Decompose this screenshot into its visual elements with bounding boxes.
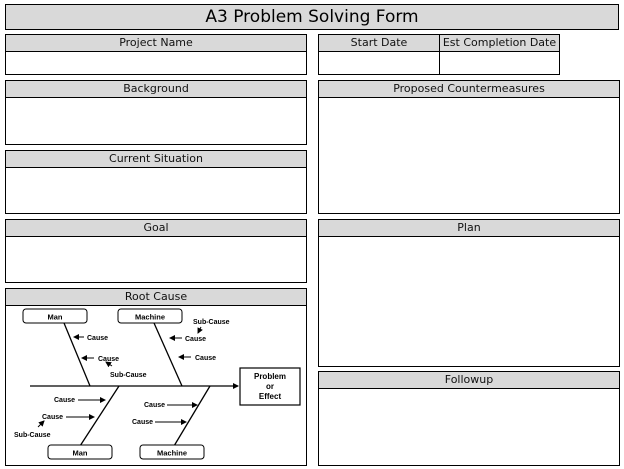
bone-top-machine xyxy=(153,322,183,387)
est-completion-date-header: Est Completion Date xyxy=(440,35,559,52)
background-header: Background xyxy=(6,81,306,98)
cause-label: Cause xyxy=(87,335,108,342)
sub-cause-label: Sub-Cause xyxy=(193,319,230,326)
fishbone-diagram: Man Machine Man Machine Problem or Effec… xyxy=(14,308,301,460)
proposed-countermeasures-header: Proposed Countermeasures xyxy=(319,81,619,98)
project-name-section: Project Name xyxy=(5,34,307,75)
effect-line-3: Effect xyxy=(259,392,282,401)
category-top-man: Man xyxy=(48,313,63,322)
category-box-bottom-machine xyxy=(139,444,205,460)
cause-label: Cause xyxy=(42,414,63,421)
bone-bottom-machine xyxy=(173,385,211,447)
cause-label: Cause xyxy=(132,419,153,426)
sub-cause-label: Sub-Cause xyxy=(14,432,51,439)
sub-cause-label: Sub-Cause xyxy=(110,372,147,379)
effect-line-1: Problem xyxy=(254,372,286,381)
category-box-bottom-man xyxy=(47,444,113,460)
category-box-top-man xyxy=(22,308,88,324)
category-top-machine: Machine xyxy=(135,313,165,322)
current-situation-header: Current Situation xyxy=(6,151,306,168)
bone-bottom-man xyxy=(79,385,120,447)
est-completion-date-section: Est Completion Date xyxy=(439,34,560,75)
form-title: A3 Problem Solving Form xyxy=(5,4,619,30)
proposed-countermeasures-section: Proposed Countermeasures xyxy=(318,80,620,214)
cause-label: Cause xyxy=(54,397,75,404)
goal-section: Goal xyxy=(5,219,307,283)
project-name-header: Project Name xyxy=(6,35,306,52)
effect-line-2: or xyxy=(266,382,274,391)
cause-label: Cause xyxy=(185,336,206,343)
plan-section: Plan xyxy=(318,219,620,367)
root-cause-section: Root Cause Man Machine Man Machine Probl… xyxy=(5,288,307,466)
category-bottom-machine: Machine xyxy=(157,449,187,458)
cause-label: Cause xyxy=(98,356,119,363)
followup-header: Followup xyxy=(319,372,619,389)
goal-header: Goal xyxy=(6,220,306,237)
start-date-section: Start Date xyxy=(318,34,440,75)
plan-header: Plan xyxy=(319,220,619,237)
effect-box xyxy=(239,367,301,406)
current-situation-section: Current Situation xyxy=(5,150,307,214)
background-section: Background xyxy=(5,80,307,145)
category-bottom-man: Man xyxy=(73,449,88,458)
category-box-top-machine xyxy=(117,308,183,324)
followup-section: Followup xyxy=(318,371,620,466)
cause-label: Cause xyxy=(144,402,165,409)
cause-label: Cause xyxy=(195,355,216,362)
bone-top-man xyxy=(63,322,91,387)
start-date-header: Start Date xyxy=(319,35,439,52)
root-cause-header: Root Cause xyxy=(6,289,306,306)
